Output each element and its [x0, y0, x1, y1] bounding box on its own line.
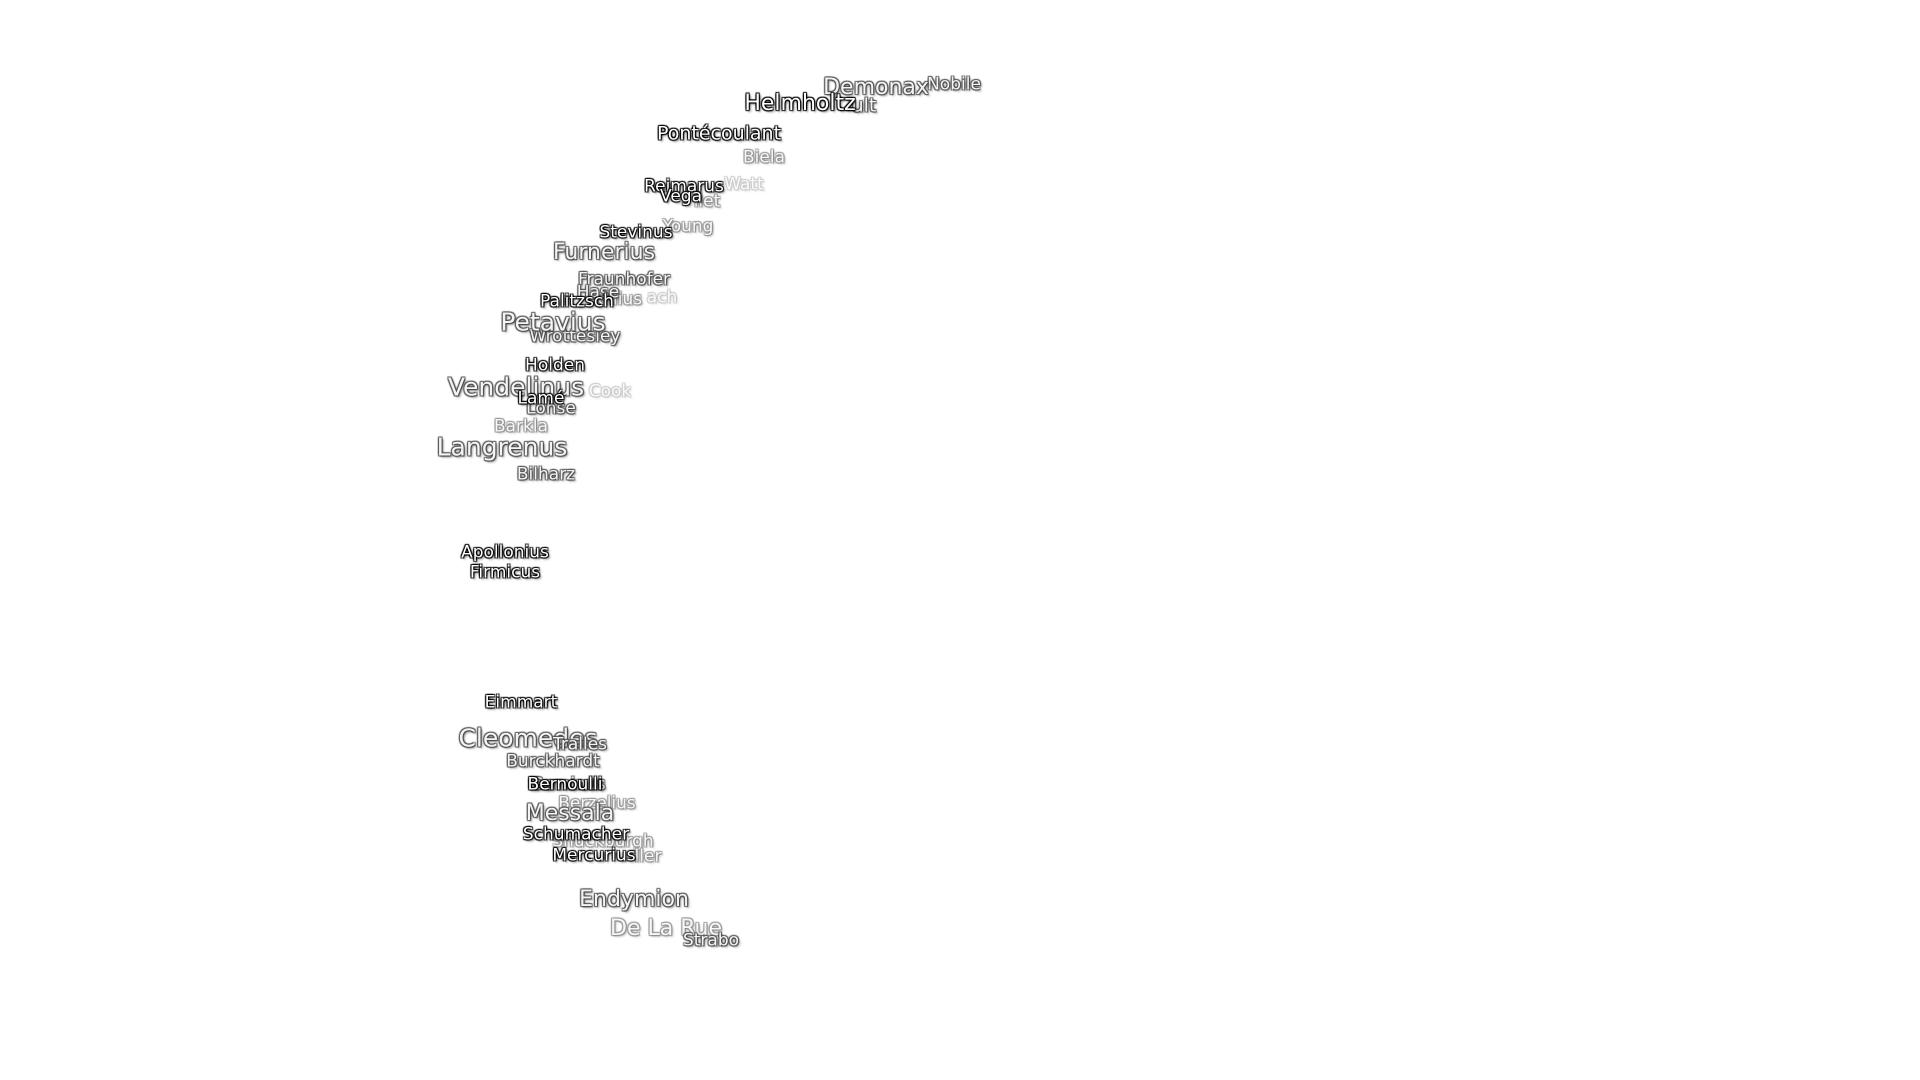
label-burckhardt[interactable]: Burckhardt: [506, 751, 600, 772]
label-nobile[interactable]: Nobile: [927, 74, 981, 95]
label-hase[interactable]: Hase: [576, 282, 620, 303]
label-demonax[interactable]: Demonax: [823, 75, 929, 100]
label-holden[interactable]: Holden: [525, 355, 585, 376]
label-hagen-partial[interactable]: llet: [693, 191, 721, 212]
label-schumacher[interactable]: Schumacher: [522, 824, 630, 845]
label-endymion[interactable]: Endymion: [579, 887, 689, 912]
label-helmholtz-partial[interactable]: ult: [851, 94, 877, 117]
label-fraunhofer[interactable]: Stevinus: [599, 222, 673, 243]
label-firmicus[interactable]: Firmicus: [469, 562, 541, 583]
label-langrenus[interactable]: Langrenus: [436, 432, 568, 462]
label-mercurius[interactable]: Mercurius: [552, 845, 636, 866]
label-tralles[interactable]: Tralles: [552, 734, 608, 755]
label-petavius[interactable]: Petavius: [500, 307, 606, 337]
label-messala[interactable]: Messala: [525, 801, 615, 826]
label-helmholtz[interactable]: Helmholtz: [744, 91, 856, 116]
label-cook[interactable]: Cook: [588, 381, 632, 402]
label-young[interactable]: Young: [662, 216, 714, 237]
label-strabo[interactable]: Strabo: [682, 930, 740, 951]
label-lohse[interactable]: Lohse: [526, 398, 576, 419]
label-biela[interactable]: Biela: [743, 147, 785, 168]
label-apollonius[interactable]: Apollonius: [461, 542, 549, 563]
label-palitzsch[interactable]: Palitzsch: [540, 291, 614, 312]
label-barkla[interactable]: Barkla: [493, 416, 549, 437]
label-reimarus[interactable]: Reimarus: [644, 176, 724, 197]
label-lame[interactable]: Lamé: [517, 388, 565, 409]
label-shuckburgh[interactable]: Shuckburgh: [552, 831, 654, 852]
label-bernoulli[interactable]: Bernoulli: [527, 774, 603, 795]
label-stevinus[interactable]: Fraunhofer: [577, 269, 671, 290]
label-vendelinus[interactable]: Vendelinus: [447, 372, 585, 402]
label-bilharz[interactable]: Bilharz: [516, 464, 576, 485]
label-cleomedes[interactable]: Cleomedes: [458, 723, 598, 753]
label-pontecoulant[interactable]: Pontécoulant: [656, 122, 782, 145]
label-vega[interactable]: Vega: [660, 186, 702, 207]
label-furnerius[interactable]: Furnerius: [552, 240, 656, 265]
label-snellius[interactable]: ellius: [597, 289, 643, 310]
label-hayn-partial[interactable]: ller: [634, 846, 662, 867]
label-wrottesley[interactable]: Wrottesley: [529, 326, 621, 347]
label-geminus[interactable]: Geminus: [530, 774, 606, 795]
label-de-la-rue[interactable]: De La Rue: [610, 916, 722, 941]
label-watt[interactable]: Watt: [724, 174, 764, 195]
label-ach[interactable]: ach: [646, 287, 678, 308]
label-berzelius[interactable]: Berzelius: [558, 793, 636, 814]
label-eimmart[interactable]: Eimmart: [484, 692, 558, 713]
